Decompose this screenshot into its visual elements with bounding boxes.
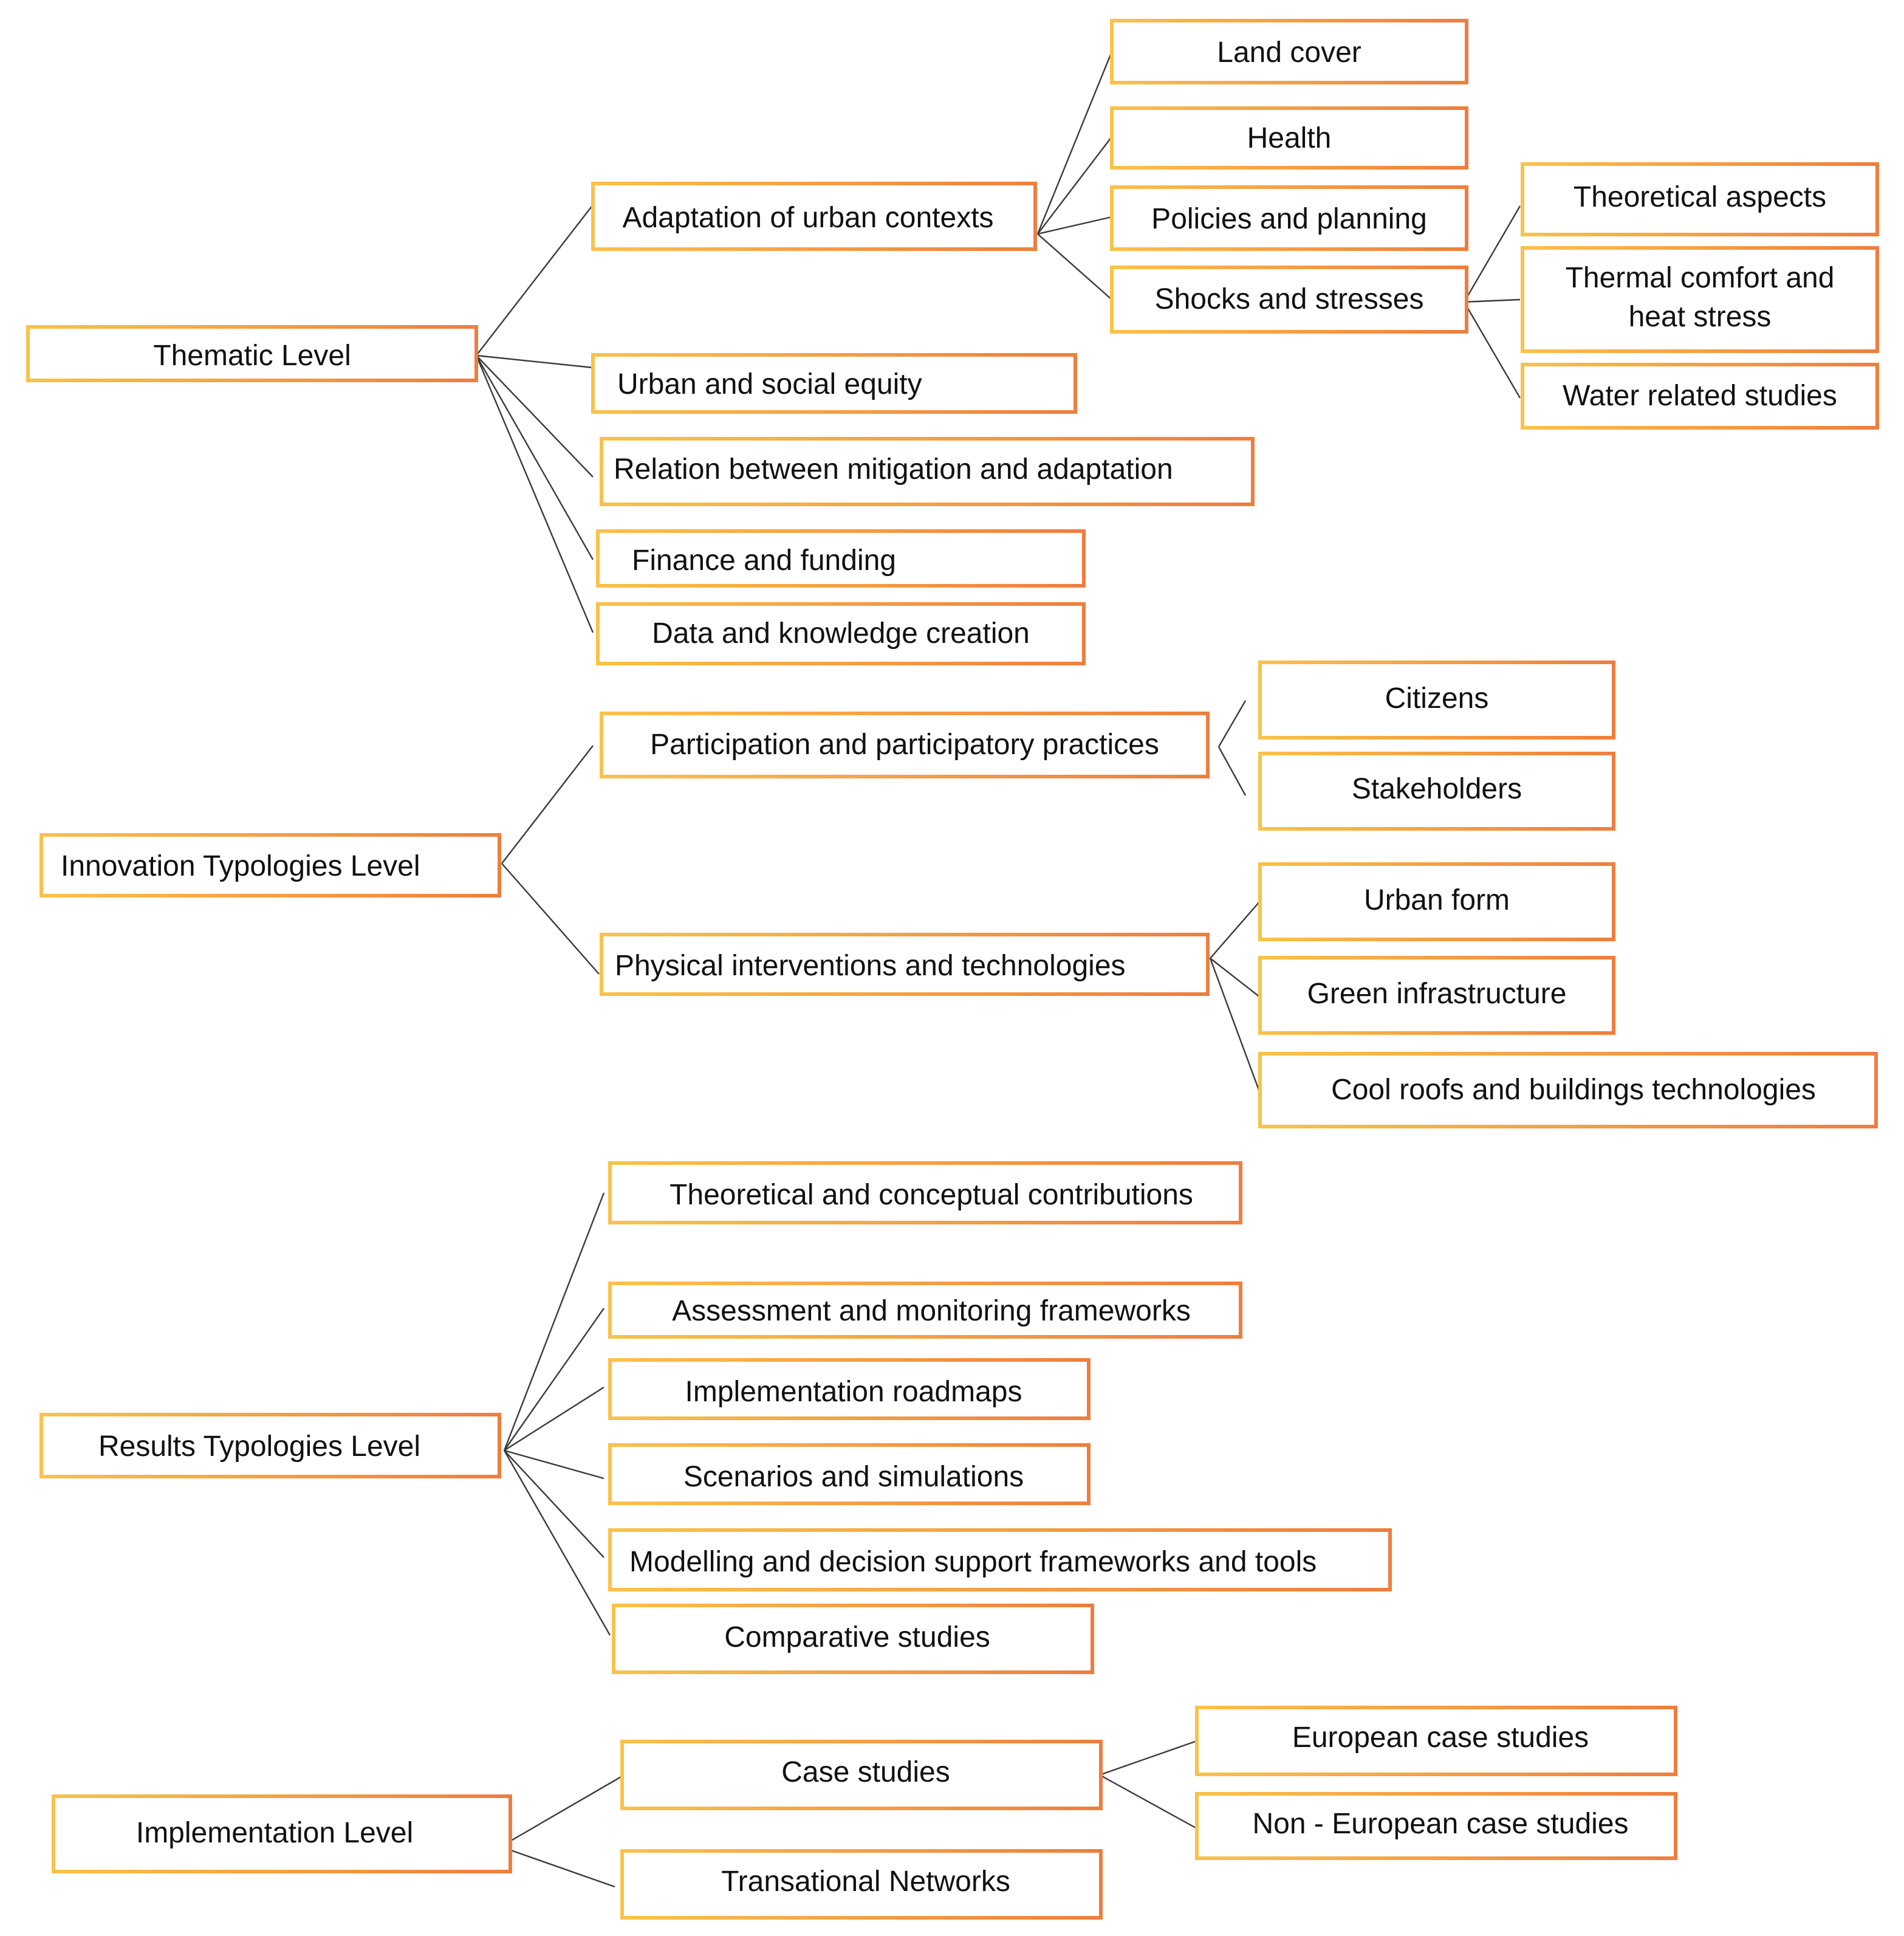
node-theoretical-aspects: Theoretical aspects	[1521, 162, 1879, 236]
svg-text:European case studies: European case studies	[1292, 1721, 1589, 1754]
connector	[1217, 700, 1247, 747]
node-green-infrastructure: Green infrastructure	[1258, 956, 1615, 1035]
node-thematic-level: Thematic Level	[26, 325, 478, 382]
connector	[504, 1308, 604, 1451]
connector	[475, 355, 594, 633]
connector	[475, 355, 594, 560]
node-cool-roofs: Cool roofs and buildings technologies	[1258, 1052, 1878, 1128]
connector	[500, 1845, 615, 1888]
svg-text:Green infrastructure: Green infrastructure	[1307, 978, 1567, 1010]
node-modelling-decision-support: Modelling and decision support framework…	[608, 1528, 1392, 1591]
svg-text:Water related studies: Water related studies	[1563, 380, 1837, 412]
node-assessment-monitoring: Assessment and monitoring frameworks	[608, 1282, 1242, 1339]
connector	[500, 1775, 623, 1848]
svg-text:Theoretical and conceptual con: Theoretical and conceptual contributions	[669, 1179, 1193, 1211]
node-comparative-studies: Comparative studies	[612, 1604, 1094, 1674]
svg-text:Finance and funding: Finance and funding	[632, 544, 896, 577]
node-mitigation-adaptation: Relation between mitigation and adaptati…	[600, 437, 1255, 506]
svg-text:Citizens: Citizens	[1385, 682, 1489, 715]
node-water-related-studies: Water related studies	[1521, 363, 1879, 430]
node-implementation-roadmaps: Implementation roadmaps	[608, 1358, 1091, 1420]
svg-text:Transational Networks: Transational Networks	[721, 1866, 1010, 1898]
node-results-typologies-level: Results Typologies Level	[39, 1413, 501, 1478]
node-thermal-comfort-heat-stress: Thermal comfort and heat stress	[1521, 246, 1879, 353]
svg-text:Thermal comfort and: Thermal comfort and	[1566, 262, 1835, 294]
node-policies-planning: Policies and planning	[1110, 185, 1468, 251]
connector	[476, 204, 594, 356]
connector	[503, 1450, 611, 1636]
svg-text:Shocks and stresses: Shocks and stresses	[1155, 283, 1424, 315]
svg-text:Results Typologies Level: Results Typologies Level	[98, 1430, 420, 1463]
connectors	[475, 51, 1521, 1888]
connector	[1463, 205, 1521, 303]
connector	[504, 1450, 604, 1558]
connector	[501, 863, 600, 975]
connector	[1209, 958, 1261, 1094]
node-case-studies: Case studies	[620, 1740, 1103, 1810]
svg-text:Urban and social equity: Urban and social equity	[617, 368, 922, 400]
connector	[501, 745, 594, 864]
connector	[1036, 51, 1113, 235]
node-innovation-typologies-level: Innovation Typologies Level	[39, 833, 501, 898]
svg-text:Stakeholders: Stakeholders	[1352, 773, 1522, 805]
svg-text:Scenarios and simulations: Scenarios and simulations	[683, 1461, 1024, 1493]
connector	[504, 1386, 604, 1452]
svg-text:Assessment and monitoring fram: Assessment and monitoring frameworks	[672, 1295, 1191, 1327]
svg-text:Case studies: Case studies	[781, 1756, 950, 1788]
connector	[503, 1192, 605, 1451]
node-data-knowledge-creation: Data and knowledge creation	[596, 602, 1086, 665]
svg-text:Adaptation of urban contexts: Adaptation of urban contexts	[622, 202, 993, 234]
node-european-case-studies: European case studies	[1195, 1706, 1677, 1776]
connector	[1099, 1774, 1197, 1830]
svg-text:Land cover: Land cover	[1217, 36, 1361, 69]
node-participation-practices: Participation and participatory practice…	[600, 712, 1210, 778]
svg-text:Comparative studies: Comparative studies	[724, 1621, 990, 1653]
svg-text:Thematic Level: Thematic Level	[153, 340, 351, 372]
node-implementation-level: Implementation Level	[52, 1794, 512, 1873]
connector	[1037, 233, 1112, 300]
svg-text:Urban form: Urban form	[1364, 884, 1510, 916]
svg-text:Participation and participator: Participation and participatory practice…	[650, 729, 1159, 761]
svg-text:Cool roofs and buildings techn: Cool roofs and buildings technologies	[1331, 1074, 1816, 1106]
node-finance-funding: Finance and funding	[596, 529, 1086, 588]
connector	[1099, 1740, 1197, 1776]
svg-text:Theoretical aspects: Theoretical aspects	[1574, 181, 1826, 213]
connector	[476, 355, 594, 478]
connector	[1217, 746, 1247, 796]
connector	[1037, 216, 1112, 235]
connector	[1037, 136, 1112, 235]
connector	[1464, 298, 1521, 303]
node-shocks-stresses: Shocks and stresses	[1110, 266, 1468, 334]
node-urban-form: Urban form	[1258, 862, 1615, 941]
connector	[504, 1449, 604, 1480]
node-physical-interventions: Physical interventions and technologies	[600, 933, 1210, 996]
svg-text:Health: Health	[1247, 122, 1332, 154]
connector	[1210, 958, 1261, 998]
svg-text:Policies and planning: Policies and planning	[1151, 203, 1427, 235]
svg-text:Physical interventions and tec: Physical interventions and technologies	[615, 950, 1126, 982]
node-urban-social-equity: Urban and social equity	[591, 353, 1077, 414]
node-transational-networks: Transational Networks	[620, 1849, 1103, 1920]
svg-text:Relation between mitigation an: Relation between mitigation and adaptati…	[614, 453, 1173, 486]
connector	[476, 354, 594, 369]
node-adaptation-urban-contexts: Adaptation of urban contexts	[591, 182, 1037, 251]
node-land-cover: Land cover	[1110, 19, 1468, 84]
svg-text:Non - European case studies: Non - European case studies	[1252, 1808, 1628, 1840]
svg-text:Data and knowledge creation: Data and knowledge creation	[652, 617, 1030, 650]
node-citizens: Citizens	[1258, 661, 1615, 740]
node-theoretical-contributions: Theoretical and conceptual contributions	[608, 1161, 1242, 1224]
node-health: Health	[1110, 106, 1468, 170]
node-stakeholders: Stakeholders	[1258, 752, 1615, 831]
node-non-european-case-studies: Non - European case studies	[1195, 1792, 1677, 1860]
node-scenarios-simulations: Scenarios and simulations	[608, 1443, 1091, 1505]
svg-text:Implementation Level: Implementation Level	[136, 1817, 413, 1849]
svg-text:Innovation Typologies Level: Innovation Typologies Level	[61, 850, 420, 882]
svg-text:Modelling and decision support: Modelling and decision support framework…	[629, 1546, 1317, 1578]
svg-text:heat stress: heat stress	[1629, 301, 1772, 333]
svg-text:Implementation roadmaps: Implementation roadmaps	[685, 1376, 1022, 1408]
connector	[1463, 301, 1521, 399]
connector	[1210, 901, 1261, 959]
